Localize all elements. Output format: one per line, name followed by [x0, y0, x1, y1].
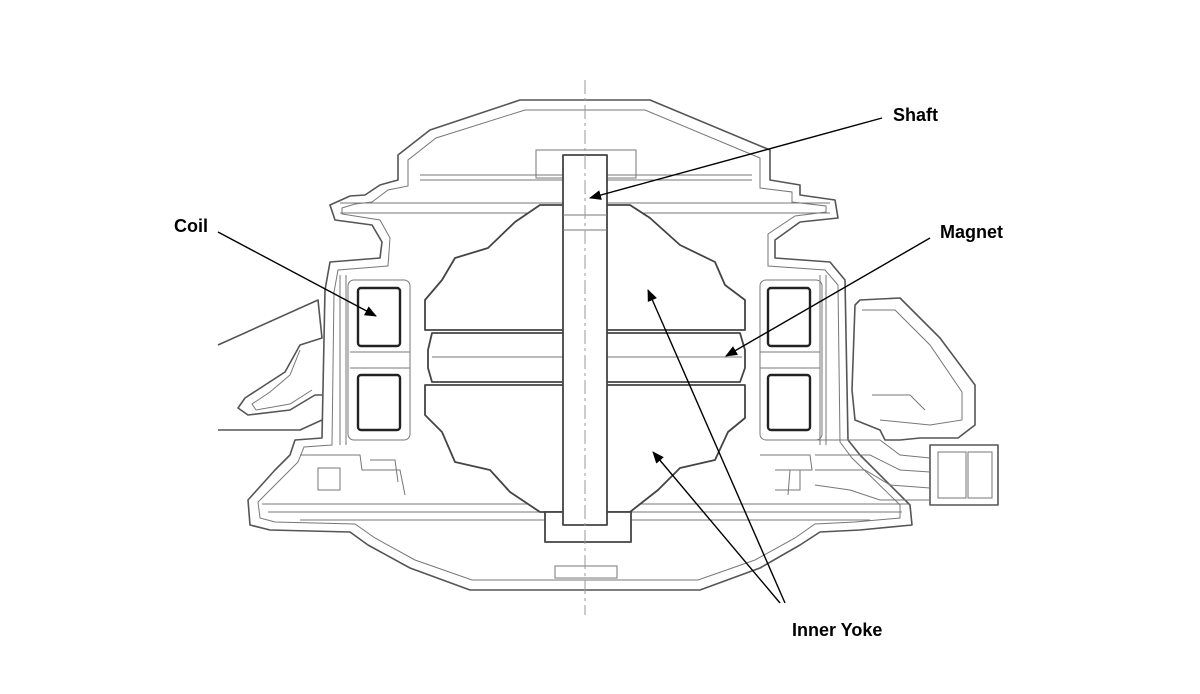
coil-winding-left-lower [356, 373, 402, 432]
inner-yoke-leader-upper [647, 289, 786, 604]
coil-bobbin-right [759, 279, 823, 441]
coil-leader-line [217, 231, 377, 317]
left-inner-wall [339, 275, 827, 445]
shaft-leader-line [589, 117, 883, 200]
coil-assembly [347, 279, 823, 441]
lower-details [300, 454, 813, 496]
coil-winding-right-upper [766, 286, 812, 348]
housing-outer-outline [247, 99, 913, 591]
inner-yoke-label: Inner Yoke [792, 620, 882, 640]
coil-separator [350, 351, 821, 369]
connector-latch [862, 309, 963, 426]
magnet-label: Magnet [940, 222, 1003, 242]
inner-yoke-leader-lower [652, 451, 781, 604]
left-bracket [217, 299, 323, 431]
coil-label: Coil [174, 216, 208, 236]
magnet-leader-line [725, 237, 931, 357]
lower-right-details [760, 454, 813, 496]
connector [814, 297, 999, 506]
coil-winding-right-lower [766, 373, 812, 432]
connector-plug [929, 444, 999, 506]
connector-pin-1 [937, 451, 967, 499]
housing-inner-outline [257, 109, 901, 581]
shaft-label: Shaft [893, 105, 938, 125]
connector-housing [851, 297, 976, 441]
connector-pin-2 [967, 451, 993, 499]
coil-winding-left-upper [356, 286, 402, 348]
left-arm-inner [251, 349, 313, 411]
left-arm-outline [217, 299, 323, 431]
connector-wiring [814, 439, 931, 501]
lower-left-details [300, 454, 406, 496]
bottom-boss [554, 565, 618, 579]
